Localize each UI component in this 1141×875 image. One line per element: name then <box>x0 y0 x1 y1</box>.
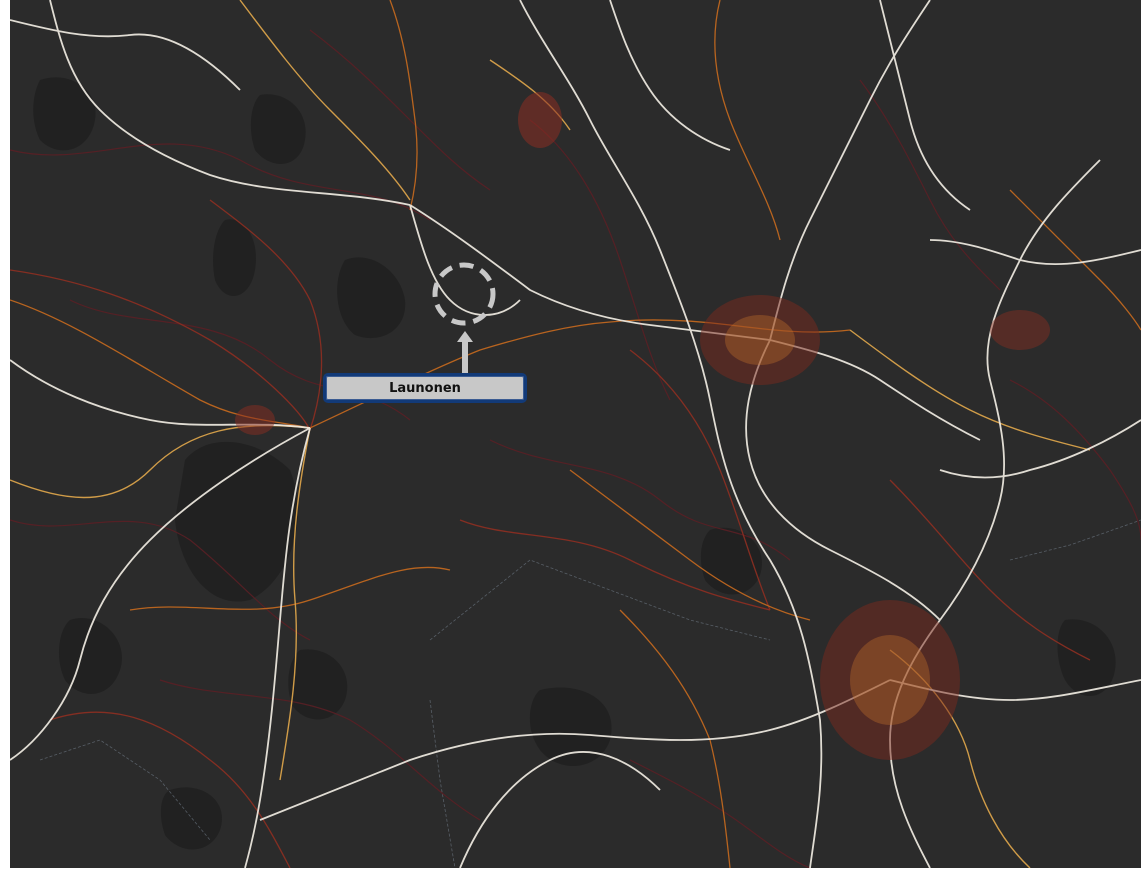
place-label[interactable]: Launonen <box>323 373 527 403</box>
dashed-circle-icon <box>432 262 496 326</box>
place-label-text: Launonen <box>389 380 461 396</box>
city-clusters <box>235 92 1050 760</box>
heatmap-map <box>10 0 1141 868</box>
up-arrow-icon <box>457 331 473 373</box>
map-view[interactable]: Launonen <box>10 0 1141 868</box>
boundaries <box>39 519 1141 868</box>
routes-mid <box>10 199 1091 868</box>
